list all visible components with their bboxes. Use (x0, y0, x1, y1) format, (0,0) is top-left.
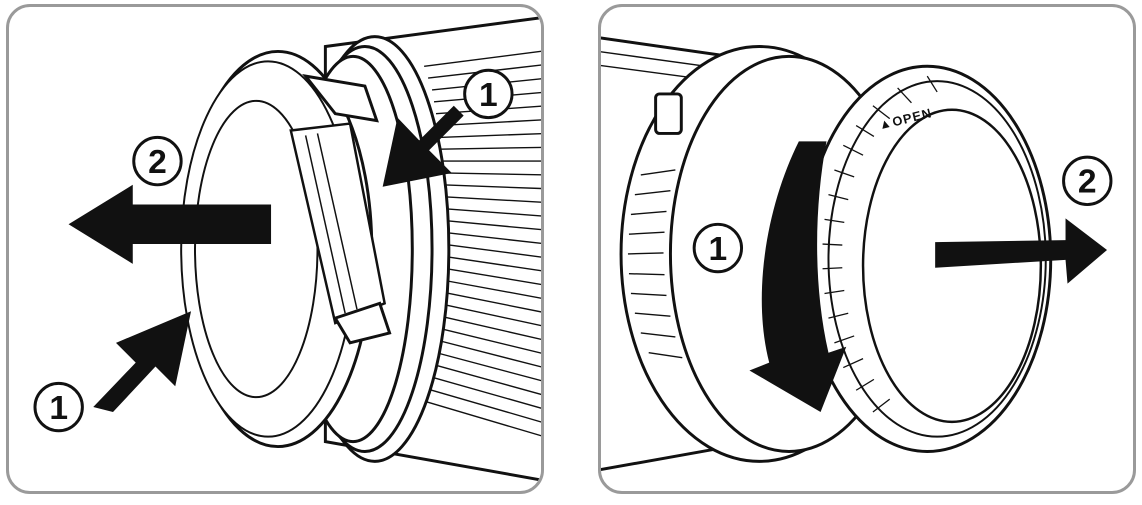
svg-text:1: 1 (479, 77, 498, 114)
cap-open-marker: ▲ (877, 115, 894, 133)
lens-release-button (654, 92, 683, 135)
remove-arrow (935, 218, 1108, 284)
rear-cap-illustration: ▲ OPEN 1 2 (601, 36, 1113, 472)
focus-ring-ridges (414, 50, 541, 437)
push-arrow-lower (93, 311, 192, 412)
front-cap-panel: 1 2 1 (6, 4, 544, 494)
rotate-arrow (749, 141, 847, 412)
svg-text:2: 2 (1078, 164, 1097, 201)
cap-clip-upper (302, 74, 379, 123)
step-badge-push-upper: 1 (463, 68, 514, 120)
mount-ring-ridges (627, 169, 683, 359)
rear-cap-panel: ▲ OPEN 1 2 (598, 4, 1136, 494)
cap-clip-lower (333, 301, 392, 345)
step-badge-remove: 2 (1062, 155, 1113, 207)
rear-cap-knurl (822, 75, 938, 413)
svg-text:1: 1 (709, 231, 728, 268)
step-badge-push-lower: 1 (33, 381, 84, 433)
step-badge-rotate: 1 (692, 222, 744, 274)
front-cap-illustration: 1 2 1 (33, 16, 541, 482)
svg-text:1: 1 (49, 390, 68, 427)
push-arrow-upper (382, 105, 464, 187)
step-badge-pull: 2 (132, 135, 183, 187)
svg-text:2: 2 (148, 144, 167, 181)
